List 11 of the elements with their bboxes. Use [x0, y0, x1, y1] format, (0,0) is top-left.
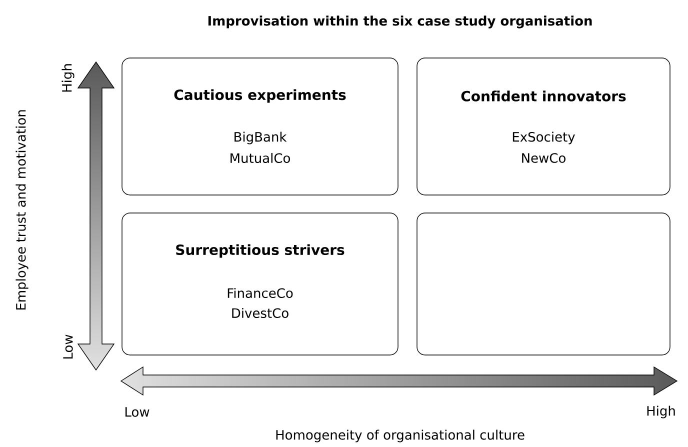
- quadrant-box: Confident innovators ExSociety NewCo: [416, 58, 670, 196]
- empty-box: [416, 212, 670, 356]
- title: Improvisation within the six case study organisation: [208, 16, 592, 28]
- axis-end-label: Low: [63, 334, 73, 359]
- axis-title: Homogeneity of organisational culture: [276, 430, 524, 442]
- quadrant-box: Surreptitious strivers FinanceCo DivestCo: [122, 212, 398, 356]
- quadrant-box: Cautious experiments BigBank MutualCo: [122, 58, 398, 196]
- axis-title: Employee trust and motivation: [16, 110, 28, 310]
- axis-end-label: High: [62, 64, 74, 92]
- axis-end-label: Low: [125, 407, 150, 417]
- axis-end-label: High: [647, 406, 675, 418]
